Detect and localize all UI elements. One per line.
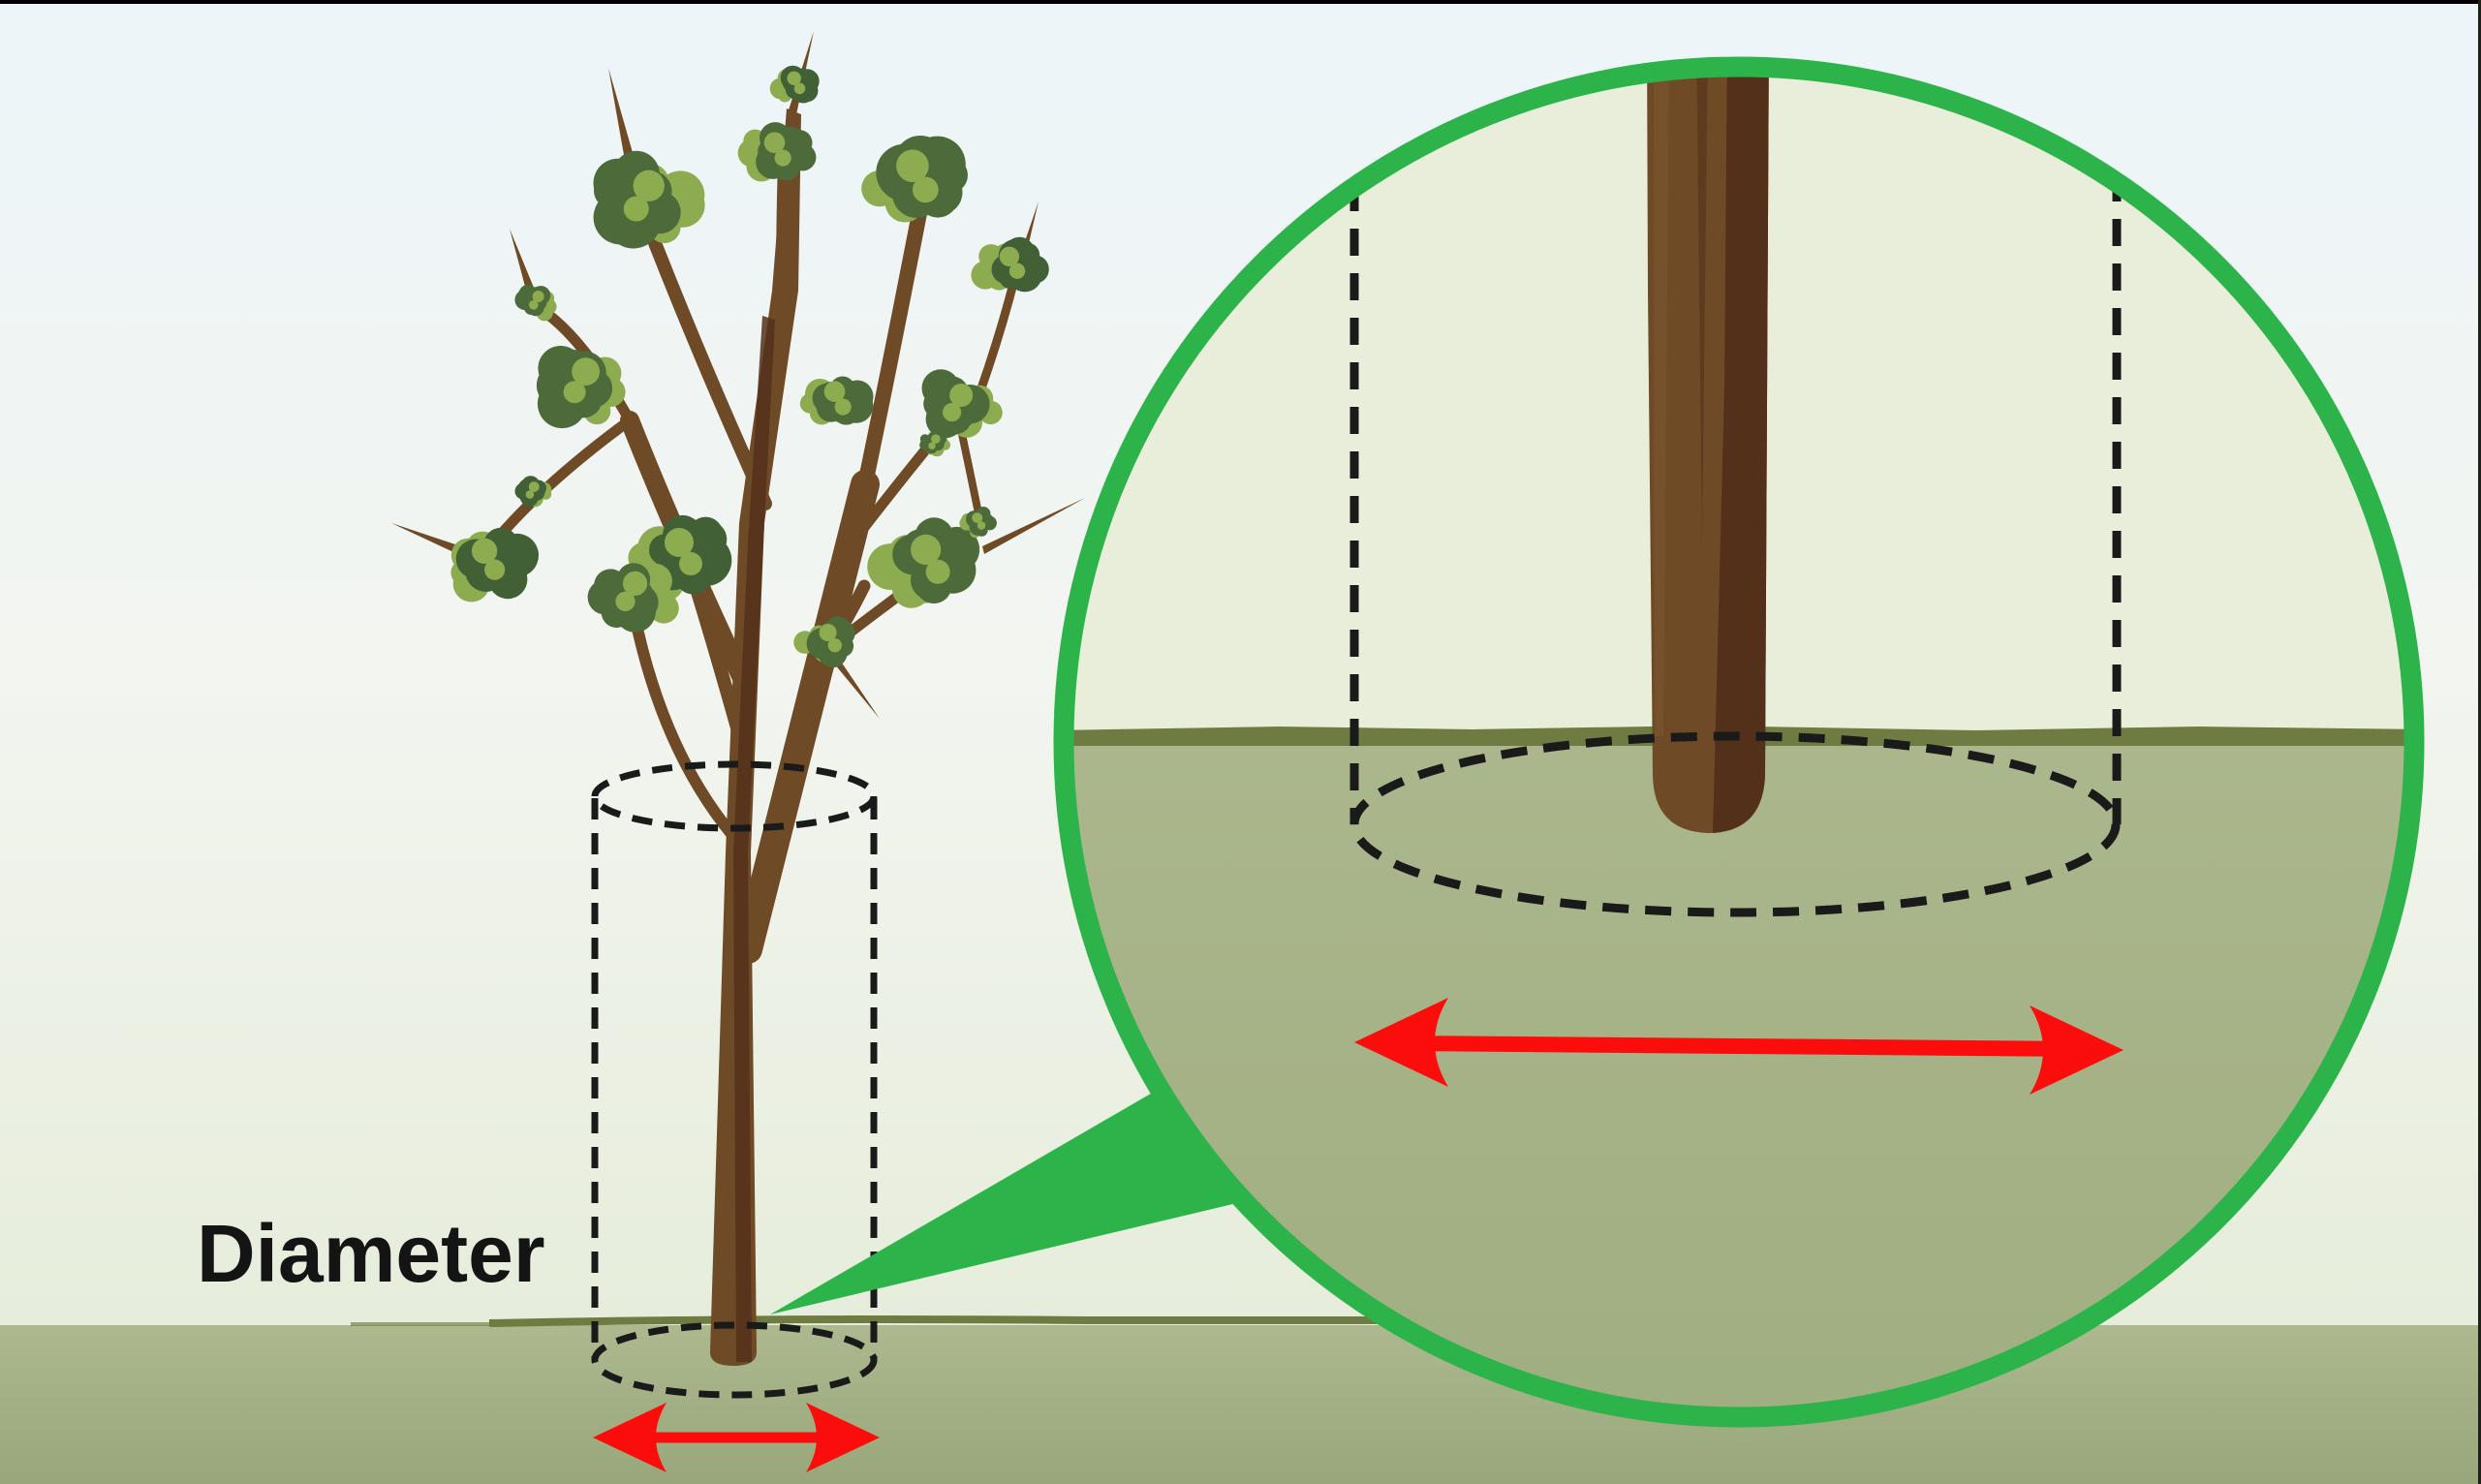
leaf-cluster	[593, 150, 705, 249]
leaf-cluster	[587, 563, 679, 633]
tree-foliage	[450, 65, 1049, 668]
leaf-cluster	[769, 65, 820, 104]
leaf-cluster	[861, 136, 969, 223]
tree-branch	[626, 595, 738, 841]
leaf-cluster	[921, 369, 1003, 439]
tree-trunk-shading	[733, 316, 775, 1362]
measurement-cylinder-large	[1349, 174, 2122, 917]
grass-line	[351, 1315, 1453, 1327]
leaf-cluster	[536, 346, 626, 429]
leaf-cluster	[867, 517, 980, 608]
magnifier-ring	[1053, 56, 2425, 1428]
leaf-cluster	[514, 284, 557, 322]
diameter-arrow-large	[1354, 998, 2124, 1095]
tree-trunk	[710, 108, 801, 1366]
tree-twig	[982, 498, 1085, 554]
tree-branch	[857, 201, 928, 492]
diameter-label: Diameter	[197, 1208, 545, 1299]
leaf-cluster	[514, 476, 552, 508]
leaf-cluster	[919, 431, 951, 457]
leaf-cluster	[971, 236, 1049, 293]
leaf-cluster	[793, 616, 855, 668]
leaf-cluster	[799, 376, 874, 425]
magnifier-callout-wedge	[770, 1056, 1245, 1314]
diameter-arrow-small	[593, 1403, 880, 1472]
image-right-border	[2478, 0, 2481, 1484]
tree-branch	[770, 642, 840, 840]
leaf-cluster	[959, 507, 997, 539]
ground	[0, 1325, 2481, 1484]
sapling-tree	[391, 31, 1085, 1366]
magnifier-trunk	[1647, 66, 1769, 833]
leaf-cluster	[737, 122, 817, 182]
leaf-cluster	[450, 527, 539, 603]
image-top-border	[0, 0, 2481, 4]
